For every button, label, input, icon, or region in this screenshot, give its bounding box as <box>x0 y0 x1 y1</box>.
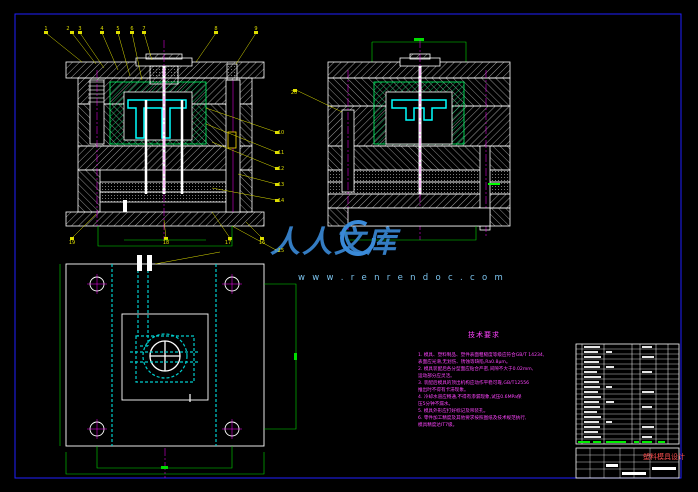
req-line-2: 表面应光滑,无划伤、锈蚀等缺陷,Ra0.8μm。 <box>418 358 510 365</box>
req-line-9: 5. 模具外形应打好标记及吊装孔。 <box>418 407 488 414</box>
part-number: 13 <box>278 182 284 188</box>
part-number: 16 <box>259 240 265 246</box>
req-line-8: 压5分钟不漏水。 <box>418 400 453 407</box>
part-number: 14 <box>278 198 284 204</box>
req-line-4: 运动部分应灵活。 <box>418 372 455 379</box>
part-numbers: 1 2 3 4 5 6 7 8 9 10 11 12 13 14 15 16 1… <box>44 26 297 254</box>
req-line-5: 3. 装配后模具的顶出机构应动作平稳可靠,GB/T12556 <box>418 379 529 386</box>
req-line-3: 2. 模具装配后各分型面应贴合严密,间隙不大于0.02mm, <box>418 365 534 372</box>
part-number: 15 <box>278 248 284 254</box>
req-line-10: 6. 零件加工精度及其他要求按照图纸及技术规范执行, <box>418 414 527 421</box>
part-number: 6 <box>130 26 133 32</box>
part-number: 11 <box>278 150 284 156</box>
title-block-title: 塑料模具设计 <box>643 452 685 461</box>
plan-view <box>59 251 297 478</box>
front-view <box>44 31 279 252</box>
title-block: 塑料模具设计 <box>575 447 685 479</box>
part-number: 20 <box>291 90 297 96</box>
req-line-6: 推出时不得有卡滞现象。 <box>418 386 469 393</box>
part-number: 8 <box>214 26 217 32</box>
part-number: 12 <box>278 166 284 172</box>
part-number: 2 <box>66 26 69 32</box>
tech-requirements: 1. 模具、塑料制品、塑件表面粗糙度等级应符合GB/T 14234, 表面应光滑… <box>418 351 545 428</box>
part-number: 4 <box>100 26 103 32</box>
part-number: 18 <box>163 240 169 246</box>
part-number: 5 <box>116 26 119 32</box>
drawing-frame <box>14 13 682 479</box>
side-view <box>293 38 511 241</box>
part-number: 10 <box>278 130 284 136</box>
watermark: 人人文库 <box>270 220 401 260</box>
bom-table <box>575 343 680 445</box>
watermark-logo-icon <box>340 220 376 256</box>
part-number: 19 <box>69 240 75 246</box>
tech-requirements-title: 技术要求 <box>468 331 500 339</box>
part-number: 17 <box>225 240 231 246</box>
part-number: 3 <box>78 26 81 32</box>
part-number: 1 <box>44 26 47 32</box>
req-line-11: 模具精度达IT7级。 <box>418 421 457 428</box>
watermark-brand: 人人文库 <box>270 225 401 260</box>
part-number: 7 <box>142 26 145 32</box>
watermark-url: w w w . r e n r e n d o c . c o m <box>298 273 506 283</box>
part-number: 9 <box>254 26 257 32</box>
req-line-7: 4. 冷却水道应畅通,不得有渗漏现象,试压0.6MPa保 <box>418 393 522 400</box>
req-line-1: 1. 模具、塑料制品、塑件表面粗糙度等级应符合GB/T 14234, <box>418 351 545 358</box>
